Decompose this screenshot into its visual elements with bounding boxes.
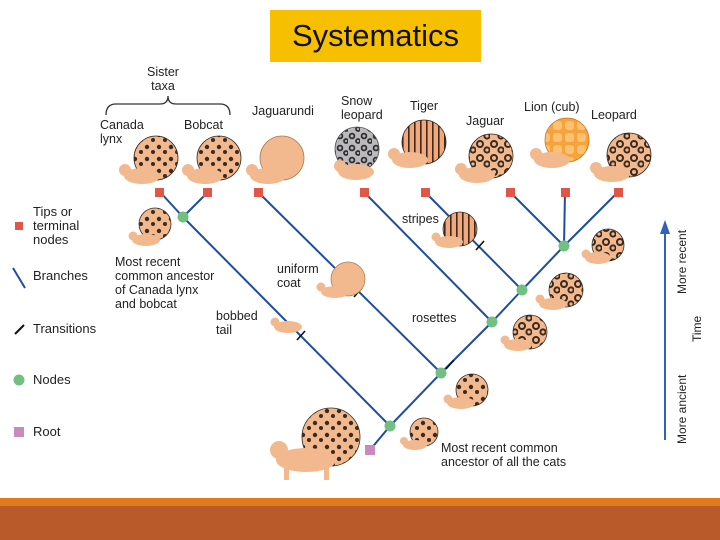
page-title: Systematics <box>270 10 481 62</box>
transition-stripes <box>475 240 485 251</box>
branch-main-c <box>491 289 523 323</box>
transition-rosettes <box>445 359 455 370</box>
tip-leopard <box>614 188 623 197</box>
cat-lion-illustration <box>530 117 590 168</box>
node-snow-leopard-split <box>486 316 498 328</box>
ancestor-all-cats-large-illustration <box>270 407 361 480</box>
tip-lion <box>561 188 570 197</box>
label-leopard: Leopard <box>591 108 637 122</box>
ancestor-bobbed-tail-illustration <box>270 317 302 333</box>
ancestor-all-cats-small-illustration <box>400 417 439 450</box>
node-tiger-split <box>516 284 528 296</box>
tip-canada-lynx <box>155 188 164 197</box>
legend-transitions-label: Transitions <box>33 321 97 336</box>
node-lynx-bobcat <box>177 211 189 223</box>
legend-root-label: Root <box>33 424 61 439</box>
branch-jaguar <box>509 191 565 247</box>
ancestor-rosettes-illustration <box>500 314 548 351</box>
branch-lion <box>563 191 566 247</box>
root-marker <box>365 445 375 455</box>
annotation-uniform-coat: uniform coat <box>277 262 319 290</box>
sister-taxa-brace <box>105 95 231 116</box>
label-sister-taxa: Sister taxa <box>147 65 179 93</box>
time-arrow-head <box>660 220 670 234</box>
cat-jaguarundi-illustration <box>246 135 305 184</box>
ancestor-lynx-bobcat-illustration <box>128 207 172 246</box>
ancestor-panthera-illustration <box>581 228 625 264</box>
label-jaguarundi: Jaguarundi <box>252 104 314 118</box>
ancestor-uniform-coat-illustration <box>316 261 366 298</box>
branch-main-a <box>389 372 442 427</box>
label-bobcat: Bobcat <box>184 118 223 132</box>
annotation-mrca-all-cats: Most recent common ancestor of all the c… <box>441 441 567 469</box>
cat-tiger-illustration <box>388 119 447 168</box>
ancestor-tiger-split-illustration <box>535 272 584 310</box>
legend-branch-icon <box>12 267 26 289</box>
transition-marks <box>296 240 485 370</box>
label-canada-lynx: Canada lynx <box>100 118 144 146</box>
annotation-bobbed-tail: bobbed tail <box>216 309 258 337</box>
node-all-cats <box>384 420 396 432</box>
tip-tiger <box>421 188 430 197</box>
time-axis-recent-label: More recent <box>675 229 689 294</box>
tip-snow-leopard <box>360 188 369 197</box>
footer-band-rust <box>0 506 720 540</box>
cat-bobcat-illustration <box>182 135 242 184</box>
annotation-stripes: stripes <box>402 212 439 226</box>
tree-branches <box>159 191 619 451</box>
cat-jaguar-illustration <box>455 133 514 183</box>
annotation-rosettes: rosettes <box>412 311 457 325</box>
tip-bobcat <box>203 188 212 197</box>
cladogram-diagram <box>12 95 670 480</box>
label-snow-leopard: Snow leopard <box>341 94 383 122</box>
legend-branches-label: Branches <box>33 268 88 283</box>
tip-jaguar <box>506 188 515 197</box>
annotation-mrca-lynx-bobcat: Most recent common ancestor of Canada ly… <box>115 255 215 311</box>
legend-nodes-label: Nodes <box>33 372 71 387</box>
cat-canada-lynx-illustration <box>119 135 179 184</box>
legend-transition-icon <box>14 324 25 335</box>
branch-leopard <box>563 191 619 247</box>
ancestor-jaguarundi-split-illustration <box>443 373 489 409</box>
branch-snow-leopard <box>363 191 493 323</box>
node-panthera-split <box>558 240 570 252</box>
label-jaguar: Jaguar <box>466 114 505 128</box>
legend-node-icon <box>13 374 25 386</box>
legend-tip-icon <box>15 222 23 230</box>
label-lion: Lion (cub) <box>524 100 580 114</box>
legend-tips-label: Tips or terminal nodes <box>33 204 80 247</box>
cat-leopard-illustration <box>590 132 652 182</box>
cat-snow-leopard-illustration <box>334 126 380 180</box>
transition-bobbed-tail <box>296 330 306 341</box>
ancestor-stripes-illustration <box>431 211 478 248</box>
branch-main-d <box>521 245 565 291</box>
time-axis-time-label: Time <box>690 315 704 342</box>
time-axis-ancient-label: More ancient <box>675 374 689 444</box>
tip-jaguarundi <box>254 188 263 197</box>
footer-band-orange <box>0 498 720 506</box>
branch-tiger <box>424 191 523 291</box>
label-tiger: Tiger <box>410 99 439 113</box>
tip-markers <box>155 188 623 197</box>
page-title-text: Systematics <box>291 18 460 53</box>
node-markers <box>177 211 570 432</box>
node-jaguarundi-split <box>435 367 447 379</box>
legend-root-icon <box>14 427 24 437</box>
